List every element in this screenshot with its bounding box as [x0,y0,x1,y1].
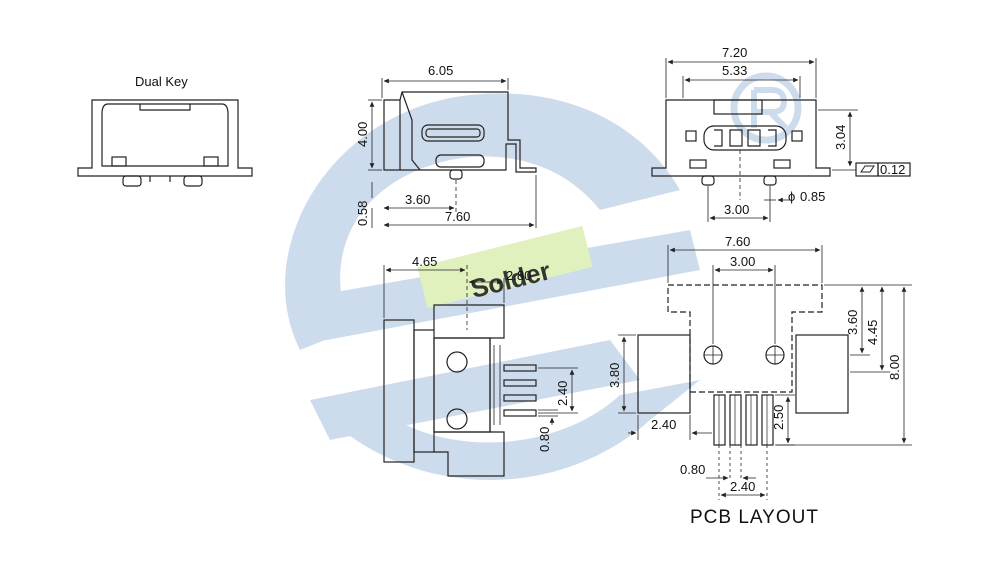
bottom-width-dim: 4.65 [412,254,437,269]
side-standoff-dim: 0.58 [355,201,370,226]
front-peg-pitch-dim: 3.00 [724,202,749,217]
front-peg-diameter-dim: 0.85 [800,189,825,204]
front-inner-width-dim: 5.33 [722,63,747,78]
side-total-dim: 7.60 [445,209,470,224]
bottom-offset-dim: 2.80 [506,268,531,283]
front-view: 7.20 5.33 3.04 0.12 3.00 ϕ 0.85 [651,45,911,222]
dual-key-view: Dual Key [77,74,253,187]
front-overall-width-dim: 7.20 [722,45,747,60]
pcb-hole-pitch-dim: 3.00 [730,254,755,269]
pcb-pad-h1-dim: 3.60 [845,310,860,335]
dual-key-label: Dual Key [135,74,188,89]
side-offset-dim: 3.60 [405,192,430,207]
pcb-pin-span-dim: 2.40 [730,479,755,494]
side-width-dim: 6.05 [428,63,453,78]
diameter-symbol: ϕ [788,189,795,204]
front-height-dim: 3.04 [833,125,848,150]
pcb-pin-length-dim: 2.50 [771,405,786,430]
bottom-pin-width-dim: 0.80 [537,427,552,452]
bottom-view: 4.65 2.80 2.40 0.80 [383,254,578,477]
pcb-layout-title: PCB LAYOUT [690,507,819,528]
side-height-dim: 4.00 [355,122,370,147]
front-flatness-dim: 0.12 [880,162,905,177]
pcb-pin-width-dim: 0.80 [680,462,705,477]
side-view: 6.05 4.00 0.58 3.60 7.60 [355,63,537,228]
pcb-total-height-dim: 8.00 [887,355,902,380]
pcb-total-width-dim: 7.60 [725,234,750,249]
pcb-pad-width-dim: 2.40 [651,417,676,432]
pcb-pad-h2-dim: 4.45 [865,320,880,345]
pcb-pad-height-dim: 3.80 [607,363,622,388]
bottom-pin-pitch-dim: 2.40 [555,381,570,406]
pcb-layout-view: 7.60 3.00 3.60 4.45 8.00 3.80 2.40 2.50 [607,234,912,528]
